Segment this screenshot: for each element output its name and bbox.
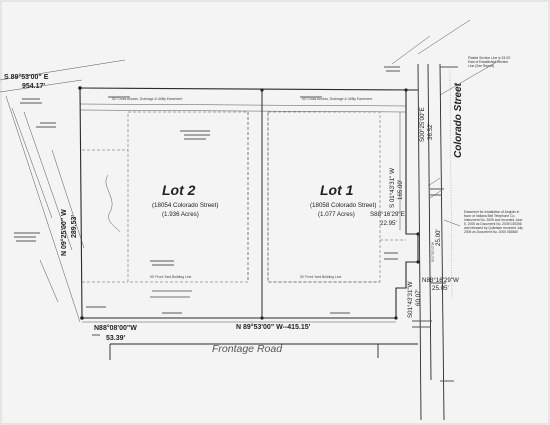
east-segment-2-bearing: S88°16'29"E [370, 211, 405, 218]
lot2-setback-line: 50' Front Yard Building Line [150, 275, 192, 279]
east-segment-3-bearing: S00°25'00"W [431, 241, 435, 262]
west-bearing: N 09°25'00" W [60, 209, 68, 256]
lot2-building-envelope [82, 111, 249, 283]
easement-note: Easement for Installation of Airgrids in… [464, 210, 523, 234]
lot1-easement-label: 50' Cross Access, Drainage & Utility Eas… [302, 97, 372, 101]
east-segment-5-distance: 60.07' [415, 289, 422, 306]
east-segment-4-distance: 25.05' [432, 285, 449, 292]
east-segment-6-bearing: S00°25'00"E [419, 107, 426, 142]
east-segment-6-distance: 36.52' [427, 123, 434, 140]
east-segment-2-distance: 22.95' [380, 220, 397, 227]
lot2-easement-label: 50' Cross Access, Drainage & Utility Eas… [112, 97, 182, 101]
east-segment-4-bearing: N88°16'29"W [422, 277, 459, 284]
lot1-building-envelope [267, 111, 381, 283]
south-boundary [82, 317, 418, 360]
east-segment-5-bearing: S01°43'31"W [407, 281, 414, 318]
west-distance: 289.53' [71, 215, 78, 238]
east-segment-1-distance: 165.00' [397, 180, 404, 200]
lot1-area: (1.077 Acres) [318, 211, 355, 218]
section-line-note: Platted Section Line is 33.00' East of E… [468, 56, 511, 68]
frontage-road-label: Frontage Road [212, 343, 283, 355]
lot2-address: (18054 Colorado Street) [152, 202, 218, 209]
right-diagonal-lines [391, 19, 501, 96]
lot1-address: (18058 Colorado Street) [310, 202, 376, 209]
diagonal-roadway-lines [0, 59, 126, 323]
lot1-setback-line: 50' Front Yard Building Line [300, 275, 342, 279]
sw-bearing: N88°08'00"W [94, 324, 137, 332]
lot1-label: Lot 1 [320, 182, 354, 198]
colorado-street-label: Colorado Street [453, 82, 464, 158]
west-boundary [79, 87, 83, 319]
lot2-area: (1.936 Acres) [162, 211, 199, 218]
corner-markers [78, 86, 420, 320]
lot2-label: Lot 2 [162, 182, 196, 198]
north-boundary [79, 87, 419, 113]
sw-distance: 53.39' [106, 335, 126, 342]
east-segment-1-bearing: S 01°43'31" W [389, 168, 396, 208]
top-distance: 954.17' [22, 83, 45, 90]
colorado-street-row [417, 63, 453, 421]
fine-annotations [14, 66, 458, 382]
top-bearing: S 89°53'00" E [4, 73, 49, 81]
south-bearing: N 89°53'00" W--415.15' [236, 323, 311, 331]
east-segment-3-distance: 25.00' [435, 229, 442, 246]
